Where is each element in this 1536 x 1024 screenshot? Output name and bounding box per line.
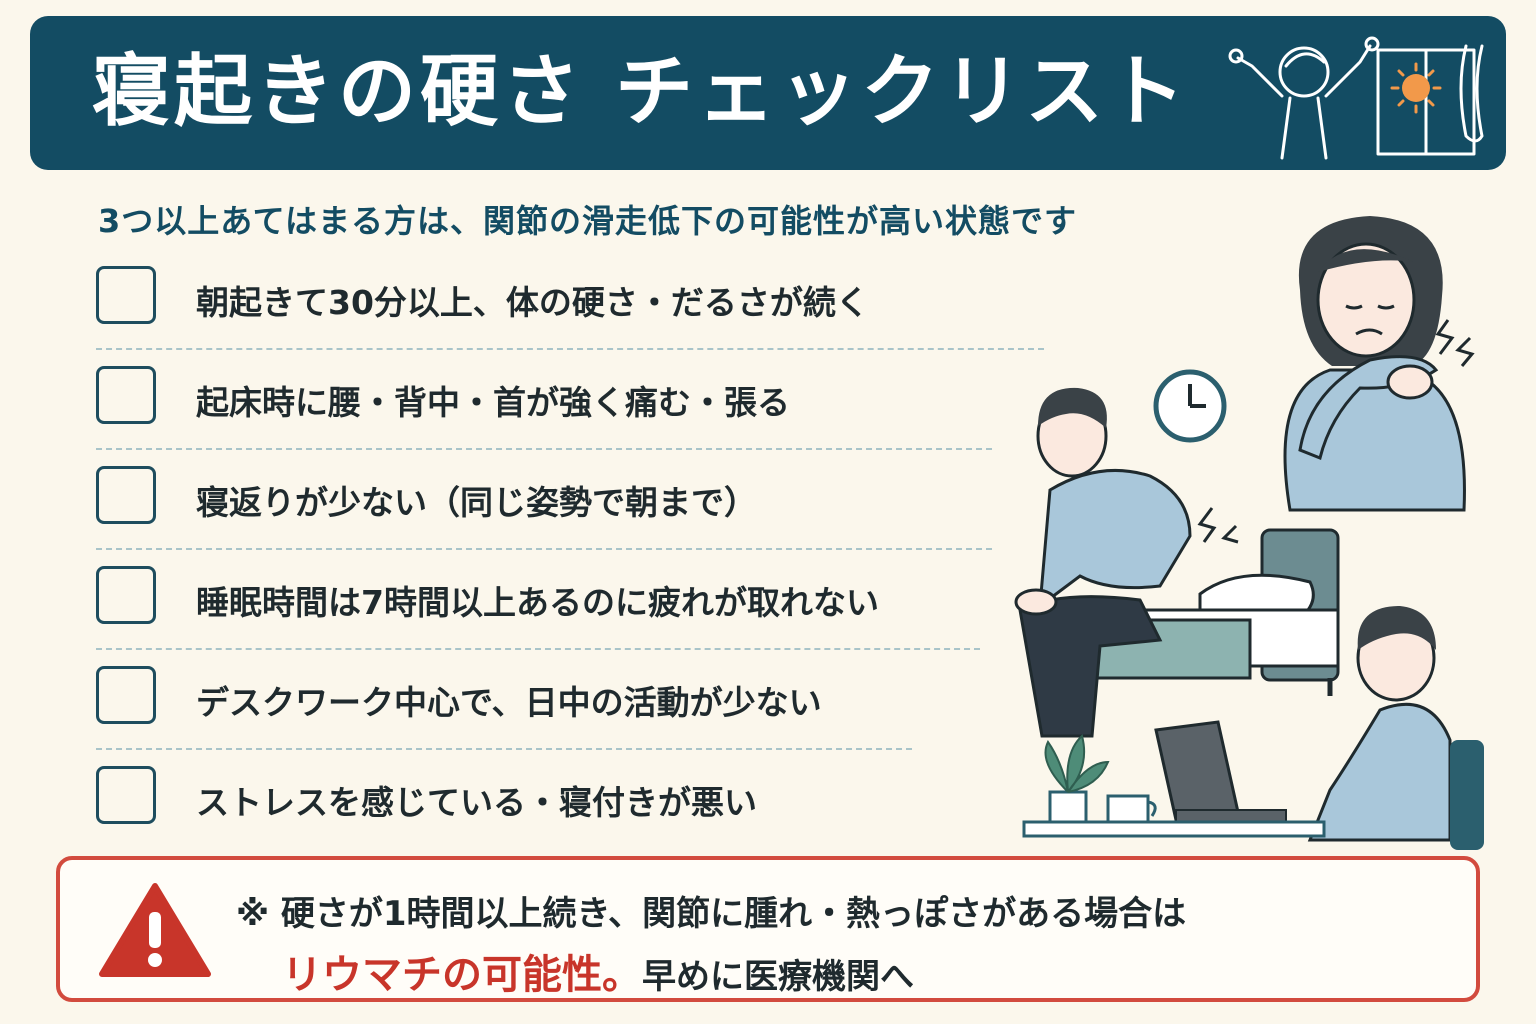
checklist-item[interactable]: デスクワーク中心で、日中の活動が少ない <box>96 662 1056 762</box>
divider <box>96 548 992 550</box>
divider <box>96 748 912 750</box>
checkbox[interactable] <box>96 266 156 324</box>
checklist-item[interactable]: ストレスを感じている・寝付きが悪い <box>96 762 1056 862</box>
checklist-item[interactable]: 起床時に腰・背中・首が強く痛む・張る <box>96 362 1056 462</box>
checklist-item[interactable]: 睡眠時間は7時間以上あるのに疲れが取れない <box>96 562 1056 662</box>
checkbox[interactable] <box>96 566 156 624</box>
warning-text: ※ 硬さが1時間以上続き、関節に腫れ・熱っぽさがある場合は <box>236 894 1187 934</box>
warning-highlight: リウマチの可能性。 <box>282 952 642 998</box>
checklist-instruction: 3つ以上あてはまる方は、関節の滑走低下の可能性が高い状態です <box>98 202 1077 240</box>
page-title: 寝起きの硬さ チェックリスト <box>92 47 1190 137</box>
divider <box>96 348 1044 350</box>
checklist-item-label: 寝返りが少ない（同じ姿勢で朝まで） <box>196 483 757 522</box>
checklist-item-label: デスクワーク中心で、日中の活動が少ない <box>196 683 822 722</box>
warning-text-advice: リウマチの可能性。早めに医療機関へ <box>282 942 914 1000</box>
stiffness-illustrations <box>1014 216 1484 850</box>
woman-neck-pain-illustration <box>1283 216 1475 512</box>
warning-box: ※ 硬さが1時間以上続き、関節に腫れ・熱っぽさがある場合は リウマチの可能性。早… <box>56 856 1480 1002</box>
checkbox[interactable] <box>96 366 156 424</box>
checklist-item-label: ストレスを感じている・寝付きが悪い <box>196 783 757 822</box>
divider <box>96 648 980 650</box>
checkbox[interactable] <box>96 466 156 524</box>
checklist-item[interactable]: 寝返りが少ない（同じ姿勢で朝まで） <box>96 462 1056 562</box>
checklist-item-label: 起床時に腰・背中・首が強く痛む・張る <box>196 383 790 422</box>
checkbox[interactable] <box>96 766 156 824</box>
warning-triangle-icon <box>99 883 211 977</box>
checklist: 朝起きて30分以上、体の硬さ・だるさが続く 起床時に腰・背中・首が強く痛む・張る… <box>96 262 1056 862</box>
waking-up-stretch-icon <box>1228 36 1484 160</box>
header-banner: 寝起きの硬さ チェックリスト <box>30 16 1506 170</box>
checklist-item-label: 睡眠時間は7時間以上あるのに疲れが取れない <box>196 583 879 622</box>
clock-icon <box>1153 369 1227 443</box>
desk-worker-illustration <box>1022 606 1484 850</box>
man-back-pain-illustration <box>1014 387 1239 738</box>
checklist-item[interactable]: 朝起きて30分以上、体の硬さ・だるさが続く <box>96 262 1056 362</box>
checkbox[interactable] <box>96 666 156 724</box>
divider <box>96 448 992 450</box>
warning-advice: 早めに医療機関へ <box>642 957 914 997</box>
checklist-item-label: 朝起きて30分以上、体の硬さ・だるさが続く <box>196 283 869 322</box>
